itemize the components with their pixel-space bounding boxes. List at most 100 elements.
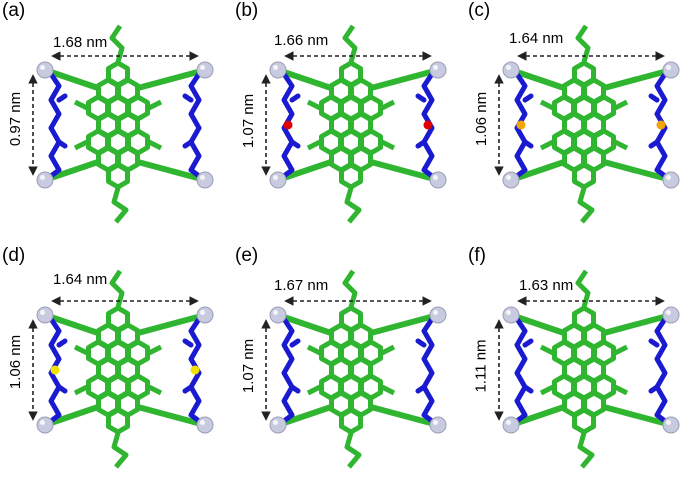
panel-e: (e) 1.67 nm 1.07 nm <box>233 245 463 485</box>
metal-node <box>662 416 680 434</box>
panel-c-structure <box>494 24 680 224</box>
node-highlight <box>433 65 438 70</box>
bridging-linker <box>648 316 668 424</box>
metal-node <box>502 416 520 434</box>
vertical-distance-label: 1.11 nm <box>472 338 491 394</box>
node-highlight <box>200 420 205 425</box>
panel-b: (b) 1.66 nm 1.07 nm <box>233 0 463 240</box>
node-highlight <box>273 65 278 70</box>
metal-node <box>269 306 287 324</box>
vertical-distance-label: 1.06 nm <box>7 333 26 391</box>
linker-marker-atom <box>423 120 433 130</box>
metal-node <box>502 171 520 189</box>
panel-e-structure <box>261 269 447 469</box>
metal-node <box>429 306 447 324</box>
bridging-linker <box>415 71 435 179</box>
bridging-linker <box>281 71 301 179</box>
metal-node <box>36 416 54 434</box>
metal-node <box>429 61 447 79</box>
node-highlight <box>273 175 278 180</box>
linker-marker-atom <box>190 365 200 375</box>
panel-d-structure <box>28 269 214 469</box>
node-highlight <box>40 65 45 70</box>
aromatic-core <box>539 269 629 469</box>
metal-node <box>196 171 214 189</box>
panel-label: (c) <box>468 0 491 21</box>
panel-c: (c) 1.64 nm 1.06 nm <box>466 0 696 240</box>
panel-label: (e) <box>235 245 259 266</box>
metal-node <box>662 171 680 189</box>
node-highlight <box>433 310 438 315</box>
panel-d: (d) 1.64 nm 1.06 nm <box>0 245 230 485</box>
vertical-distance-label: 1.06 nm <box>473 90 492 148</box>
panel-label: (f) <box>468 245 486 266</box>
metal-node <box>36 171 54 189</box>
bridging-linker <box>514 316 534 424</box>
metal-node <box>662 61 680 79</box>
core-arms <box>42 312 208 428</box>
node-highlight <box>273 310 278 315</box>
bridging-linker <box>182 316 202 424</box>
bridging-linker <box>514 71 534 179</box>
node-highlight <box>666 65 671 70</box>
horizontal-distance-label: 1.66 nm <box>273 32 330 50</box>
panel-label: (b) <box>235 0 259 21</box>
node-highlight <box>273 420 278 425</box>
metal-node <box>196 306 214 324</box>
metal-node <box>196 416 214 434</box>
metal-node <box>429 171 447 189</box>
aromatic-core <box>306 269 396 469</box>
core-arms <box>508 67 674 183</box>
horizontal-distance-label: 1.63 nm <box>518 277 575 295</box>
node-highlight <box>40 175 45 180</box>
bridging-linker <box>48 316 68 424</box>
linker-marker-atom <box>516 120 526 130</box>
node-highlight <box>433 420 438 425</box>
aromatic-core <box>73 24 163 224</box>
metal-node <box>36 61 54 79</box>
node-highlight <box>666 175 671 180</box>
metal-node <box>662 306 680 324</box>
bridging-linker <box>648 71 668 179</box>
horizontal-distance-label: 1.68 nm <box>52 34 109 52</box>
metal-node <box>502 61 520 79</box>
horizontal-distance-label: 1.64 nm <box>52 271 109 289</box>
metal-node <box>429 416 447 434</box>
node-highlight <box>506 310 511 315</box>
core-arms <box>275 67 441 183</box>
node-highlight <box>200 310 205 315</box>
metal-node <box>269 416 287 434</box>
core-arms <box>275 312 441 428</box>
linker-marker-atom <box>283 120 293 130</box>
panel-label: (a) <box>2 0 26 21</box>
node-highlight <box>666 420 671 425</box>
core-arms <box>508 312 674 428</box>
metal-node <box>269 61 287 79</box>
linker-marker-atom <box>656 120 666 130</box>
aromatic-core <box>73 269 163 469</box>
metal-node <box>196 61 214 79</box>
vertical-distance-label: 0.97 nm <box>7 90 26 148</box>
metal-node <box>36 306 54 324</box>
bridging-linker <box>281 316 301 424</box>
panel-a: (a) 1.68 nm 0.97 nm <box>0 0 230 240</box>
core-arms <box>42 67 208 183</box>
node-highlight <box>506 65 511 70</box>
panel-label: (d) <box>2 245 26 266</box>
panel-a-structure <box>28 24 214 224</box>
node-highlight <box>506 175 511 180</box>
horizontal-distance-label: 1.64 nm <box>508 30 565 48</box>
node-highlight <box>200 175 205 180</box>
bridging-linker <box>48 71 68 179</box>
panel-f: (f) 1.63 nm 1.11 nm <box>466 245 696 485</box>
vertical-distance-label: 1.07 nm <box>240 92 259 150</box>
linker-marker-atom <box>50 365 60 375</box>
node-highlight <box>666 310 671 315</box>
panel-b-structure <box>261 24 447 224</box>
node-highlight <box>40 310 45 315</box>
vertical-distance-label: 1.07 nm <box>240 337 259 395</box>
metal-node <box>269 171 287 189</box>
node-highlight <box>200 65 205 70</box>
node-highlight <box>506 420 511 425</box>
